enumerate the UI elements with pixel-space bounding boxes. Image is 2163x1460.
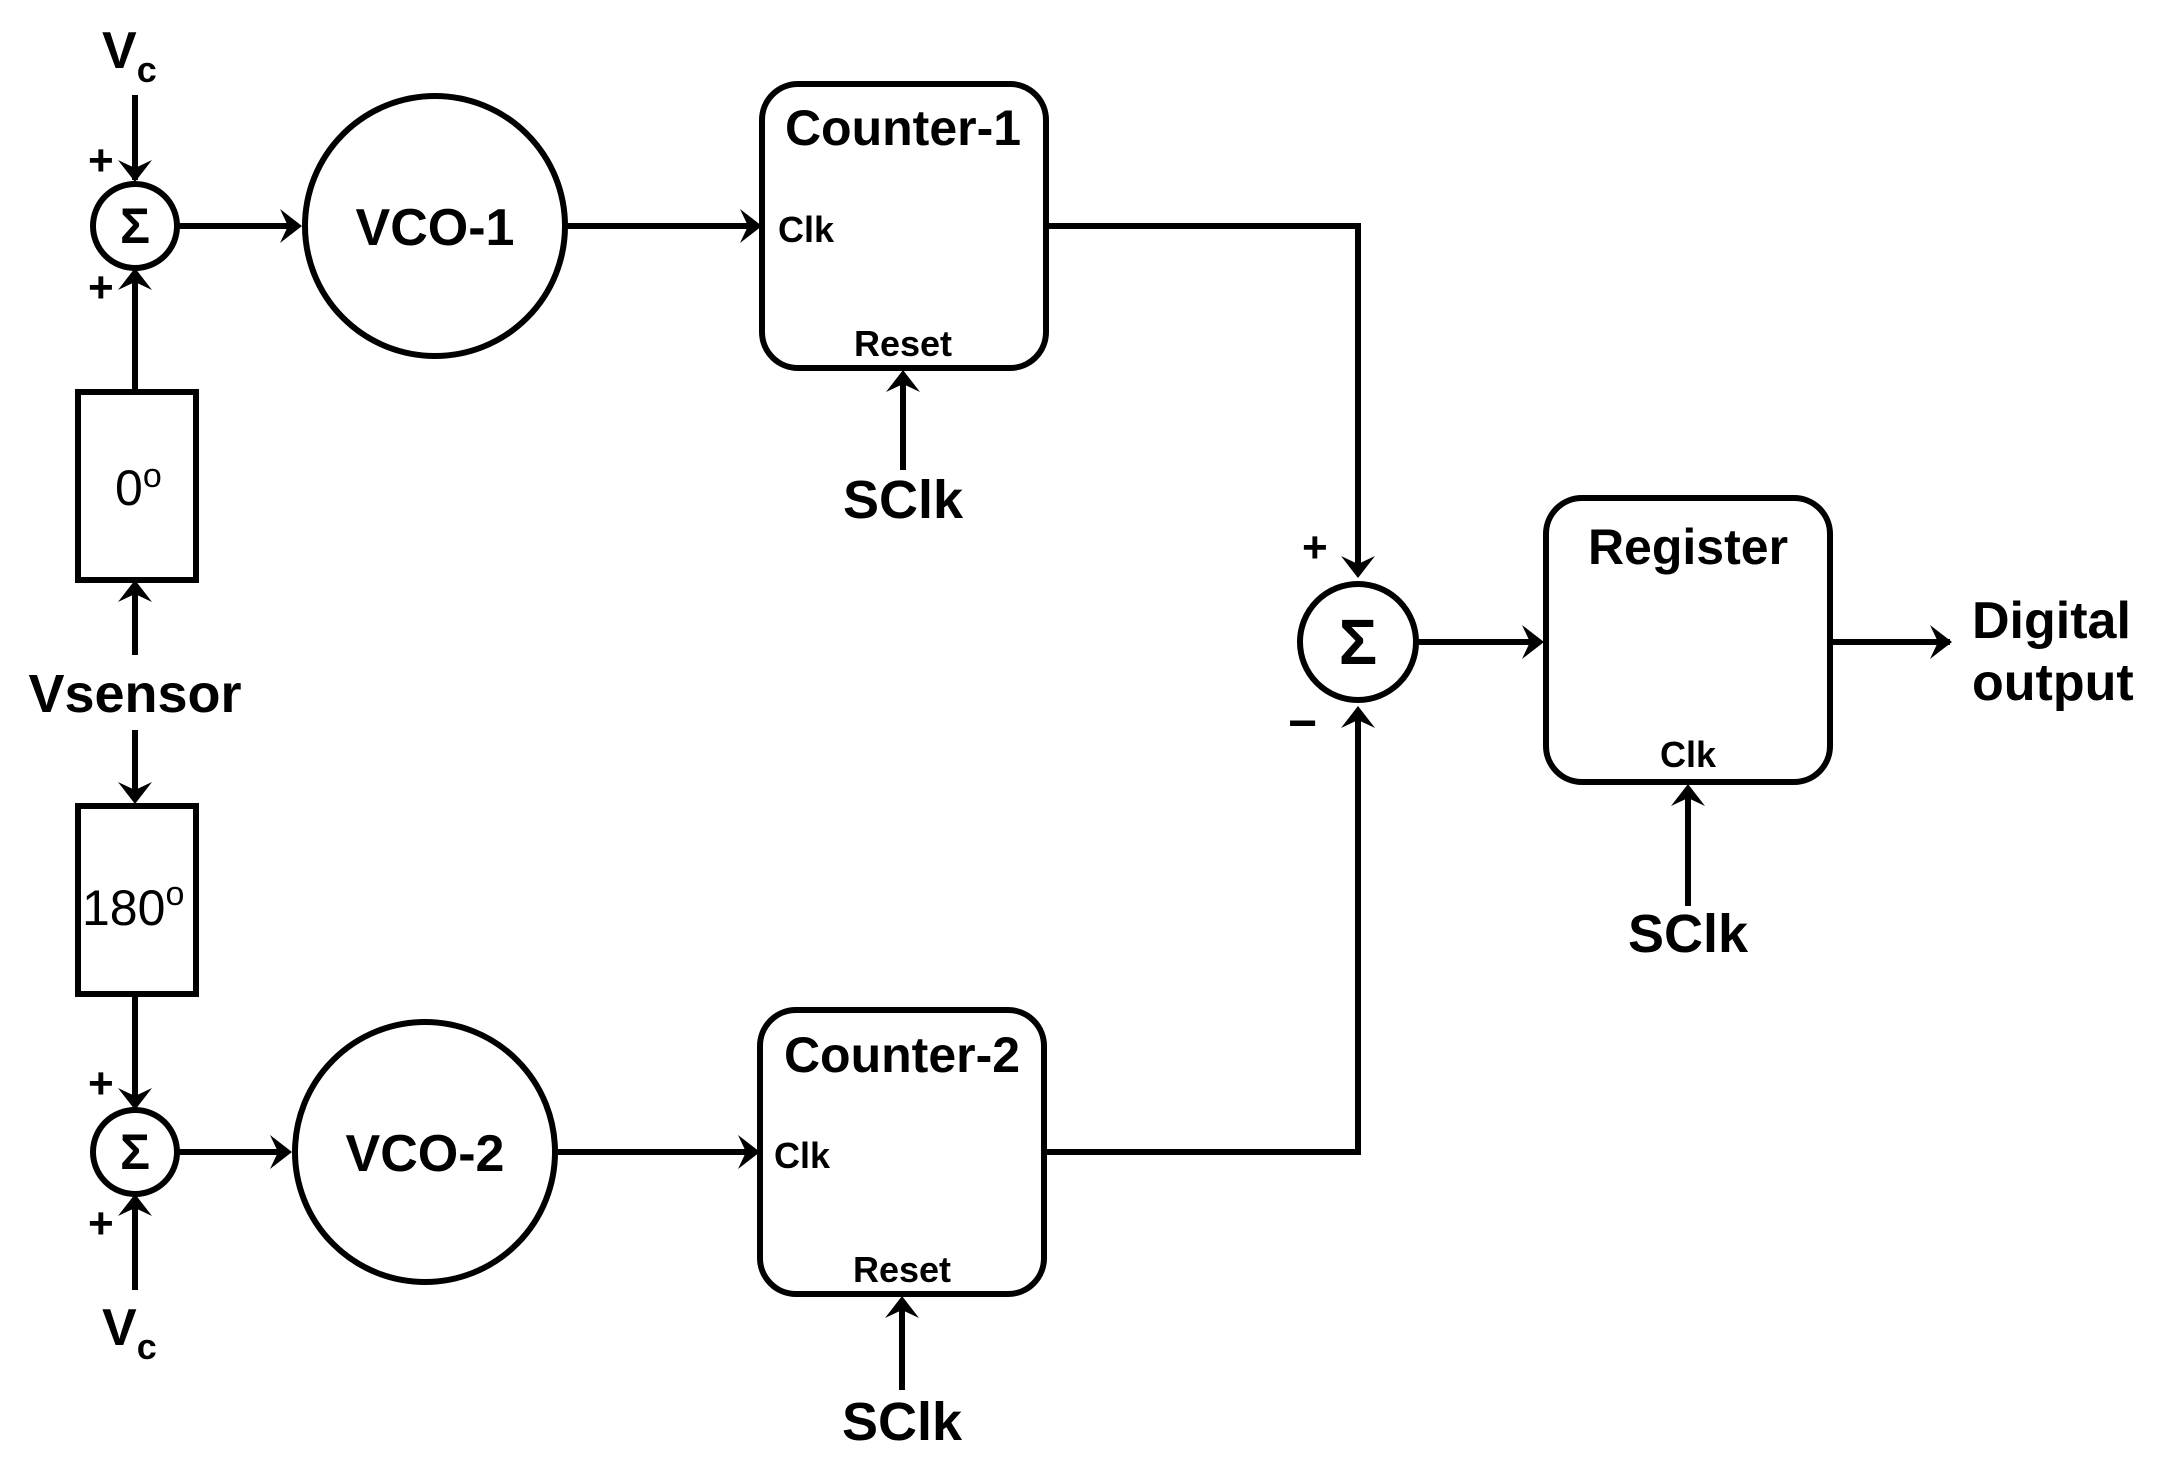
- vco-2-block: VCO-2: [292, 1019, 558, 1285]
- sigma-symbol: Σ: [120, 1124, 150, 1180]
- phase-0-label: 0o: [115, 457, 162, 516]
- wire-counter2-to-sum3: [1044, 706, 1375, 1155]
- phase-180-label: 180o: [82, 875, 184, 936]
- wire-phase0-to-sum1: [118, 268, 152, 392]
- vco-1-label: VCO-1: [356, 199, 515, 257]
- sclk-label-counter2: SClk: [842, 1392, 963, 1452]
- counter-2-reset: Reset: [853, 1249, 951, 1290]
- counter-1-reset: Reset: [854, 323, 952, 364]
- digital-output-line2: output: [1972, 654, 2134, 712]
- wire-sclk-to-counter2: [885, 1296, 919, 1390]
- wire-counter1-to-sum3: [1046, 223, 1375, 578]
- counter-1-block: Counter-1 Clk Reset: [759, 81, 1049, 371]
- wire-sum2-to-vco2: [177, 1135, 292, 1169]
- wire-vco1-to-counter1: [565, 209, 762, 243]
- summing-junction-1: Σ: [90, 181, 180, 271]
- wire-vsensor-to-phase180: [118, 730, 152, 804]
- wire-sum3-to-register: [1416, 625, 1544, 659]
- sclk-label-register: SClk: [1628, 904, 1749, 964]
- sclk-label-counter1: SClk: [843, 470, 964, 530]
- register-clk: Clk: [1660, 734, 1717, 775]
- phase-180-block: 180o: [75, 803, 199, 997]
- counter-1-title: Counter-1: [785, 100, 1021, 156]
- counter-2-title: Counter-2: [784, 1027, 1020, 1083]
- wire-sum1-to-vco1: [177, 209, 302, 243]
- sum1-plus-bottom: +: [88, 263, 114, 312]
- wire-sclk-to-counter1: [886, 370, 920, 470]
- wire-vc-to-sum2: [118, 1194, 152, 1290]
- wire-phase180-to-sum2: [118, 994, 152, 1110]
- sigma-symbol: Σ: [120, 198, 150, 254]
- sum2-plus-bottom: +: [88, 1199, 114, 1248]
- sum2-plus-top: +: [88, 1059, 114, 1108]
- sum3-plus: +: [1302, 523, 1328, 572]
- wire-register-to-output: [1830, 625, 1952, 659]
- counter-2-block: Counter-2 Clk Reset: [757, 1007, 1047, 1297]
- wire-vc-to-sum1: [118, 95, 152, 182]
- summing-junction-3: Σ: [1297, 581, 1419, 703]
- sum3-minus: −: [1288, 695, 1317, 751]
- sigma-symbol: Σ: [1339, 606, 1377, 678]
- vco-1-block: VCO-1: [302, 93, 568, 359]
- vc-top-label: Vc: [102, 22, 157, 90]
- counter-2-clk: Clk: [774, 1135, 831, 1176]
- vsensor-label: Vsensor: [28, 664, 241, 724]
- register-title: Register: [1588, 519, 1788, 575]
- sum1-plus-top: +: [88, 136, 114, 185]
- counter-1-clk: Clk: [778, 209, 835, 250]
- vco-2-label: VCO-2: [346, 1125, 505, 1183]
- summing-junction-2: Σ: [90, 1107, 180, 1197]
- register-block: Register Clk: [1543, 495, 1833, 785]
- wire-vco2-to-counter2: [555, 1135, 760, 1169]
- wire-sclk-to-register: [1671, 784, 1705, 906]
- wire-vsensor-to-phase0: [118, 580, 152, 655]
- vc-bottom-label: Vc: [102, 1299, 157, 1367]
- digital-output-line1: Digital: [1972, 592, 2131, 650]
- phase-0-block: 0o: [75, 389, 199, 583]
